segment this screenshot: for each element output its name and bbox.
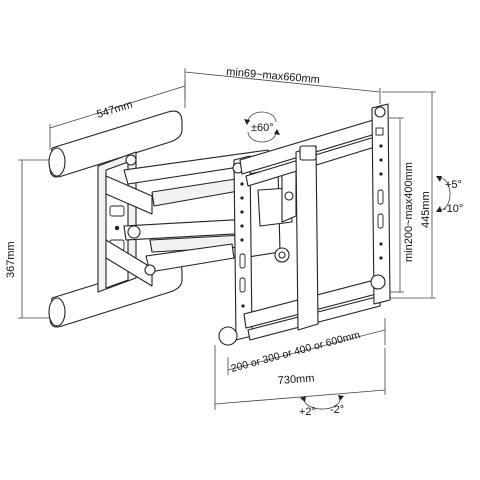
- level-rotation-symbol: [300, 395, 344, 410]
- wall-plate-height-dimension: [18, 159, 60, 319]
- arm-extension-label: min69~max660mm: [226, 66, 321, 86]
- wall-plate-width-label: 547mm: [95, 99, 134, 121]
- level-plus-label: +2°: [299, 406, 316, 418]
- tv-bracket-frame: [218, 103, 391, 346]
- level-minus-label: -2°: [330, 404, 344, 416]
- bracket-height-label: 445mm: [420, 191, 432, 228]
- wall-plate: [48, 110, 183, 328]
- tilt-down-label: -10°: [443, 203, 463, 215]
- tilt-up-label: +5°: [445, 179, 462, 191]
- vesa-horizontal-dimension: [227, 318, 386, 375]
- swivel-rotation-symbol: [244, 111, 280, 143]
- vesa-vertical-label: min200~max400mm: [403, 162, 415, 262]
- vesa-vertical-dimension: [388, 117, 404, 293]
- wall-plate-height-label: 367mm: [5, 241, 17, 278]
- swivel-label: ±60°: [251, 122, 274, 134]
- tilt-rotation-symbol: [436, 176, 451, 212]
- bracket-width-label: 730mm: [277, 372, 314, 387]
- bracket-width-dimension: [214, 345, 386, 410]
- bracket-height-dimension: [382, 91, 436, 299]
- wall-plate-width-dimension: [49, 80, 186, 150]
